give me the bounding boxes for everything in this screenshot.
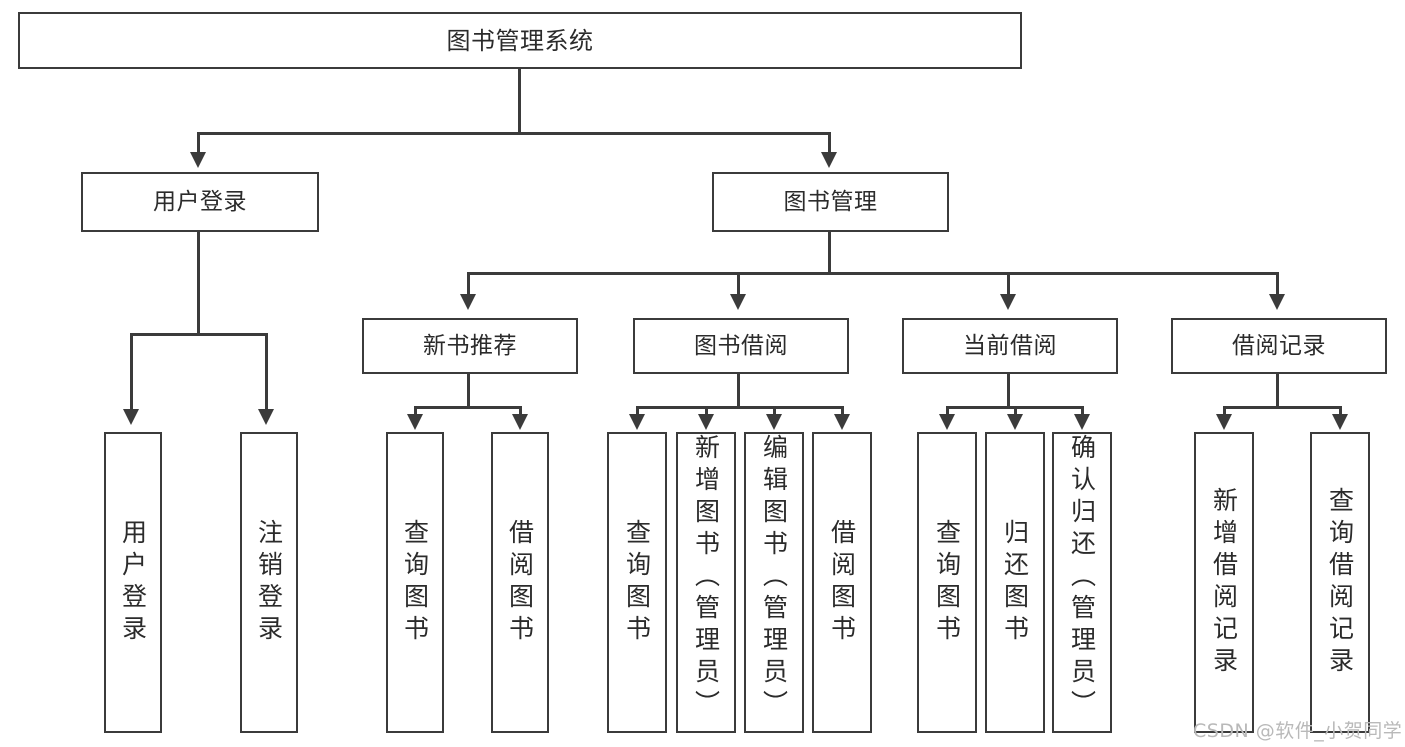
arrow-bb-l2 [698, 414, 714, 430]
edge-user-login-bus [130, 333, 268, 336]
arrow-bb-l3 [766, 414, 782, 430]
arrow-user-login-l1 [123, 409, 139, 425]
node-label: 用户登录 [118, 518, 148, 647]
arrow-bm-to-new-book [460, 294, 476, 310]
node-label: 查询借阅记录 [1325, 486, 1355, 679]
edge-user-login-l1 [130, 333, 133, 411]
node-borrow-record[interactable]: 借阅记录 [1171, 318, 1387, 374]
csdn-watermark: CSDN @软件_小贺同学 [1193, 720, 1403, 742]
node-label: 图书管理系统 [446, 26, 594, 55]
edge-root-to-book-management [828, 132, 831, 154]
arrow-cb-l3 [1074, 414, 1090, 430]
arrow-br-l2 [1332, 414, 1348, 430]
node-label: 借阅图书 [505, 518, 535, 647]
edge-book-management-stem [828, 232, 831, 274]
node-label: 查询图书 [400, 518, 430, 647]
edge-bb-l3 [773, 406, 776, 416]
node-label: 当前借阅 [963, 332, 1057, 359]
node-label: 编辑图书（管理员） [759, 434, 789, 722]
arrow-cb-l1 [939, 414, 955, 430]
arrow-nb-l1 [407, 414, 423, 430]
edge-nb-l2 [519, 406, 522, 416]
node-label: 借阅记录 [1232, 332, 1326, 359]
edge-book-borrow-bus [636, 406, 844, 409]
node-leaf-add-record[interactable]: 新增借阅记录 [1194, 432, 1254, 733]
edge-br-l1 [1223, 406, 1226, 416]
edge-cb-l3 [1081, 406, 1084, 416]
node-leaf-return-book[interactable]: 归还图书 [985, 432, 1045, 733]
edge-bb-l2 [705, 406, 708, 416]
node-leaf-query-book-1[interactable]: 查询图书 [386, 432, 444, 733]
edge-root-bus [197, 132, 831, 135]
edge-bm-to-borrow-record [1276, 272, 1279, 296]
arrow-bm-to-current-borrow [1000, 294, 1016, 310]
edge-root-stem [518, 68, 521, 134]
node-leaf-confirm-return[interactable]: 确认归还（管理员） [1052, 432, 1112, 733]
edge-borrow-record-stem [1276, 374, 1279, 408]
node-label: 新增图书（管理员） [691, 434, 721, 722]
node-label: 用户登录 [153, 188, 247, 215]
edge-user-login-stem [197, 232, 200, 335]
edge-new-book-bus [414, 406, 522, 409]
node-user-login[interactable]: 用户登录 [81, 172, 319, 232]
node-leaf-add-book[interactable]: 新增图书（管理员） [676, 432, 736, 733]
edge-bm-to-book-borrow [737, 272, 740, 296]
node-label: 查询图书 [932, 518, 962, 647]
node-leaf-query-book-3[interactable]: 查询图书 [917, 432, 977, 733]
node-leaf-query-record[interactable]: 查询借阅记录 [1310, 432, 1370, 733]
node-leaf-user-login[interactable]: 用户登录 [104, 432, 162, 733]
edge-bm-to-current-borrow [1007, 272, 1010, 296]
arrow-root-to-user-login [190, 152, 206, 168]
edge-root-to-user-login [197, 132, 200, 154]
edge-borrow-record-bus [1223, 406, 1342, 409]
node-root-book-management-system[interactable]: 图书管理系统 [18, 12, 1022, 69]
node-book-management[interactable]: 图书管理 [712, 172, 949, 232]
node-leaf-query-book-2[interactable]: 查询图书 [607, 432, 667, 733]
arrow-bm-to-borrow-record [1269, 294, 1285, 310]
arrow-bb-l1 [629, 414, 645, 430]
arrow-bb-l4 [834, 414, 850, 430]
edge-book-management-bus [467, 272, 1279, 275]
node-label: 确认归还（管理员） [1067, 434, 1097, 722]
edge-nb-l1 [414, 406, 417, 416]
node-label: 查询图书 [622, 518, 652, 647]
edge-user-login-l2 [265, 333, 268, 411]
node-leaf-user-logout[interactable]: 注销登录 [240, 432, 298, 733]
arrow-bm-to-book-borrow [730, 294, 746, 310]
node-leaf-borrow-book-2[interactable]: 借阅图书 [812, 432, 872, 733]
edge-br-l2 [1339, 406, 1342, 416]
node-label: 图书借阅 [694, 332, 788, 359]
edge-bm-to-new-book [467, 272, 470, 296]
arrow-nb-l2 [512, 414, 528, 430]
edge-bb-l4 [841, 406, 844, 416]
arrow-cb-l2 [1007, 414, 1023, 430]
arrow-root-to-book-management [821, 152, 837, 168]
edge-new-book-stem [467, 374, 470, 408]
edge-book-borrow-stem [737, 374, 740, 408]
node-label: 注销登录 [254, 518, 284, 647]
node-leaf-borrow-book-1[interactable]: 借阅图书 [491, 432, 549, 733]
node-label: 借阅图书 [827, 518, 857, 647]
node-label: 新书推荐 [423, 332, 517, 359]
node-current-borrow[interactable]: 当前借阅 [902, 318, 1118, 374]
node-label: 归还图书 [1000, 518, 1030, 647]
node-book-borrow[interactable]: 图书借阅 [633, 318, 849, 374]
node-new-book-recommend[interactable]: 新书推荐 [362, 318, 578, 374]
node-leaf-edit-book[interactable]: 编辑图书（管理员） [744, 432, 804, 733]
edge-cb-l2 [1014, 406, 1017, 416]
node-label: 图书管理 [783, 188, 878, 215]
arrow-br-l1 [1216, 414, 1232, 430]
edge-bb-l1 [636, 406, 639, 416]
edge-cb-l1 [946, 406, 949, 416]
arrow-user-login-l2 [258, 409, 274, 425]
edge-current-borrow-stem [1007, 374, 1010, 408]
node-label: 新增借阅记录 [1209, 486, 1239, 679]
